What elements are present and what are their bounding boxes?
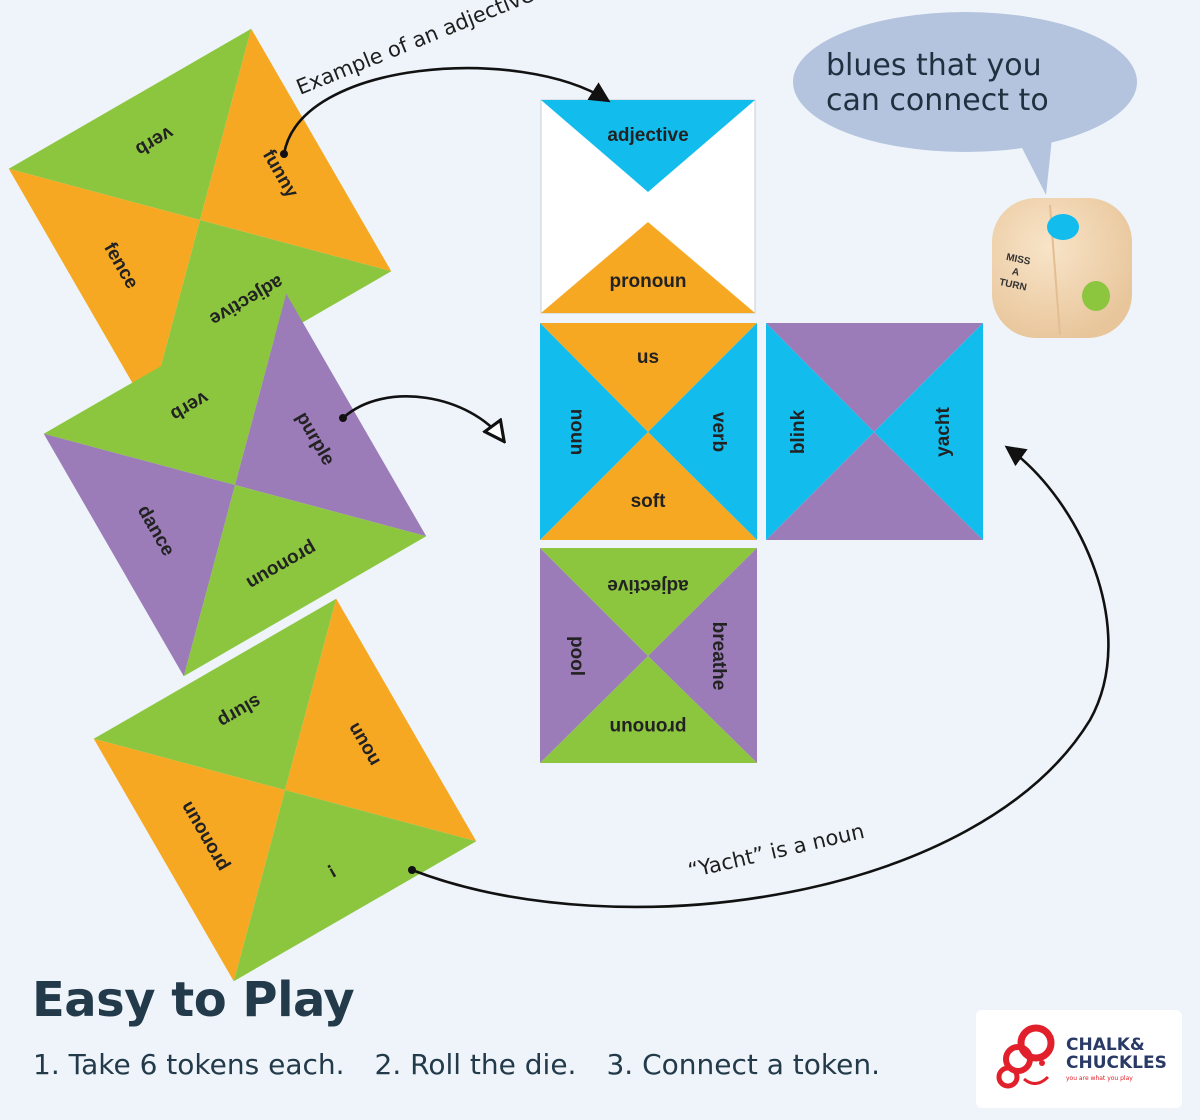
annotation-adjective-example: Example of an adjective (293, 0, 537, 100)
arrow-start-dot (339, 414, 347, 422)
lower-top-triangle (540, 548, 757, 656)
token3-right-triangle (285, 598, 477, 842)
die[interactable]: MISS A TURN (992, 198, 1132, 338)
adjective-example-arrow (282, 66, 611, 155)
bubble-line-2: can connect to (826, 83, 1049, 118)
token2-left-triangle (43, 433, 235, 677)
center-bottom-label: soft (631, 491, 667, 512)
right-right-label: yacht (933, 407, 954, 457)
lower-right-label: breathe (708, 622, 729, 691)
brand-logo: CHALK& CHUCKLES you are what you play (976, 1010, 1182, 1108)
board-orange-triangle (541, 222, 755, 313)
center-bottom-triangle (540, 432, 757, 540)
right-bottom-triangle (766, 432, 983, 540)
lower-right-triangle (648, 548, 757, 763)
speech-bubble-tail (1018, 138, 1052, 195)
lower-left-triangle (540, 548, 648, 763)
chalk-chuckles-logo-icon (996, 1024, 1055, 1089)
loose-token-3[interactable]: slurp noun ! pronoun (93, 598, 477, 982)
logo-name-line-2: CHUCKLES (1066, 1053, 1167, 1073)
lower-bottom-triangle (540, 656, 757, 763)
lower-left-label: pool (566, 636, 587, 676)
logo-tagline: you are what you play (1066, 1075, 1133, 1082)
board-right-tile[interactable]: blink yacht (766, 323, 983, 540)
token2-top-triangle (43, 293, 287, 485)
step-3: 3. Connect a token. (606, 1048, 880, 1081)
token1-top-triangle (8, 28, 252, 220)
logo-name-line-1: CHALK& (1066, 1035, 1145, 1055)
right-left-triangle (766, 323, 874, 540)
center-right-label: verb (708, 412, 729, 452)
loose-token-2[interactable]: verb purple pronoun dance (43, 293, 427, 677)
center-left-label: noun (566, 409, 587, 455)
right-top-triangle (766, 323, 983, 432)
board-center-tile[interactable]: us verb soft noun (540, 323, 757, 540)
lower-bottom-label: pronoun (609, 716, 686, 737)
arrow-start-dot (280, 150, 288, 158)
die-blue-dot (1047, 214, 1079, 240)
arrow-start-dot (408, 866, 416, 874)
board-top-blue-triangle (541, 100, 755, 192)
lower-top-label: adjective (607, 575, 688, 596)
token2-bottom-triangle (183, 485, 427, 677)
center-top-triangle (540, 323, 757, 432)
step-2: 2. Roll the die. (374, 1048, 577, 1081)
move-token-arrow (342, 395, 503, 440)
board-lower-tile[interactable]: adjective breathe pronoun pool (540, 548, 757, 763)
bubble-line-1: blues that you (826, 48, 1042, 83)
instruction-steps: 1. Take 6 tokens each. 2. Roll the die. … (33, 1048, 880, 1081)
die-green-dot (1082, 281, 1110, 311)
token3-left-triangle (93, 738, 285, 982)
annotation-yacht-noun: “Yacht” is a noun (686, 819, 867, 883)
token2-right-triangle (235, 293, 427, 537)
token1-left-triangle (8, 168, 200, 412)
step-1: 1. Take 6 tokens each. (33, 1048, 345, 1081)
die-face-line-1: MISS (1005, 252, 1032, 268)
board-top-triangle-label: adjective (607, 125, 688, 146)
center-right-triangle (648, 323, 757, 540)
token3-bottom-triangle (233, 790, 477, 982)
right-left-label: blink (788, 409, 809, 454)
token1-right-triangle (200, 28, 392, 272)
loose-token-1[interactable]: verb funny adjective fence (8, 28, 392, 412)
yacht-noun-arrow (411, 445, 1110, 909)
right-right-triangle (874, 323, 983, 540)
speech-bubble-body (793, 12, 1137, 152)
die-face-line-2: A (1011, 266, 1020, 278)
logo-wordmark: CHALK& CHUCKLES you are what you play (1066, 1036, 1167, 1082)
board-second-triangle-label: pronoun (609, 271, 686, 292)
center-top-label: us (637, 347, 659, 368)
speech-bubble: blues that you can connect to (793, 12, 1137, 195)
page-title: Easy to Play (32, 972, 355, 1028)
token3-top-triangle (93, 598, 337, 790)
center-left-triangle (540, 323, 648, 540)
